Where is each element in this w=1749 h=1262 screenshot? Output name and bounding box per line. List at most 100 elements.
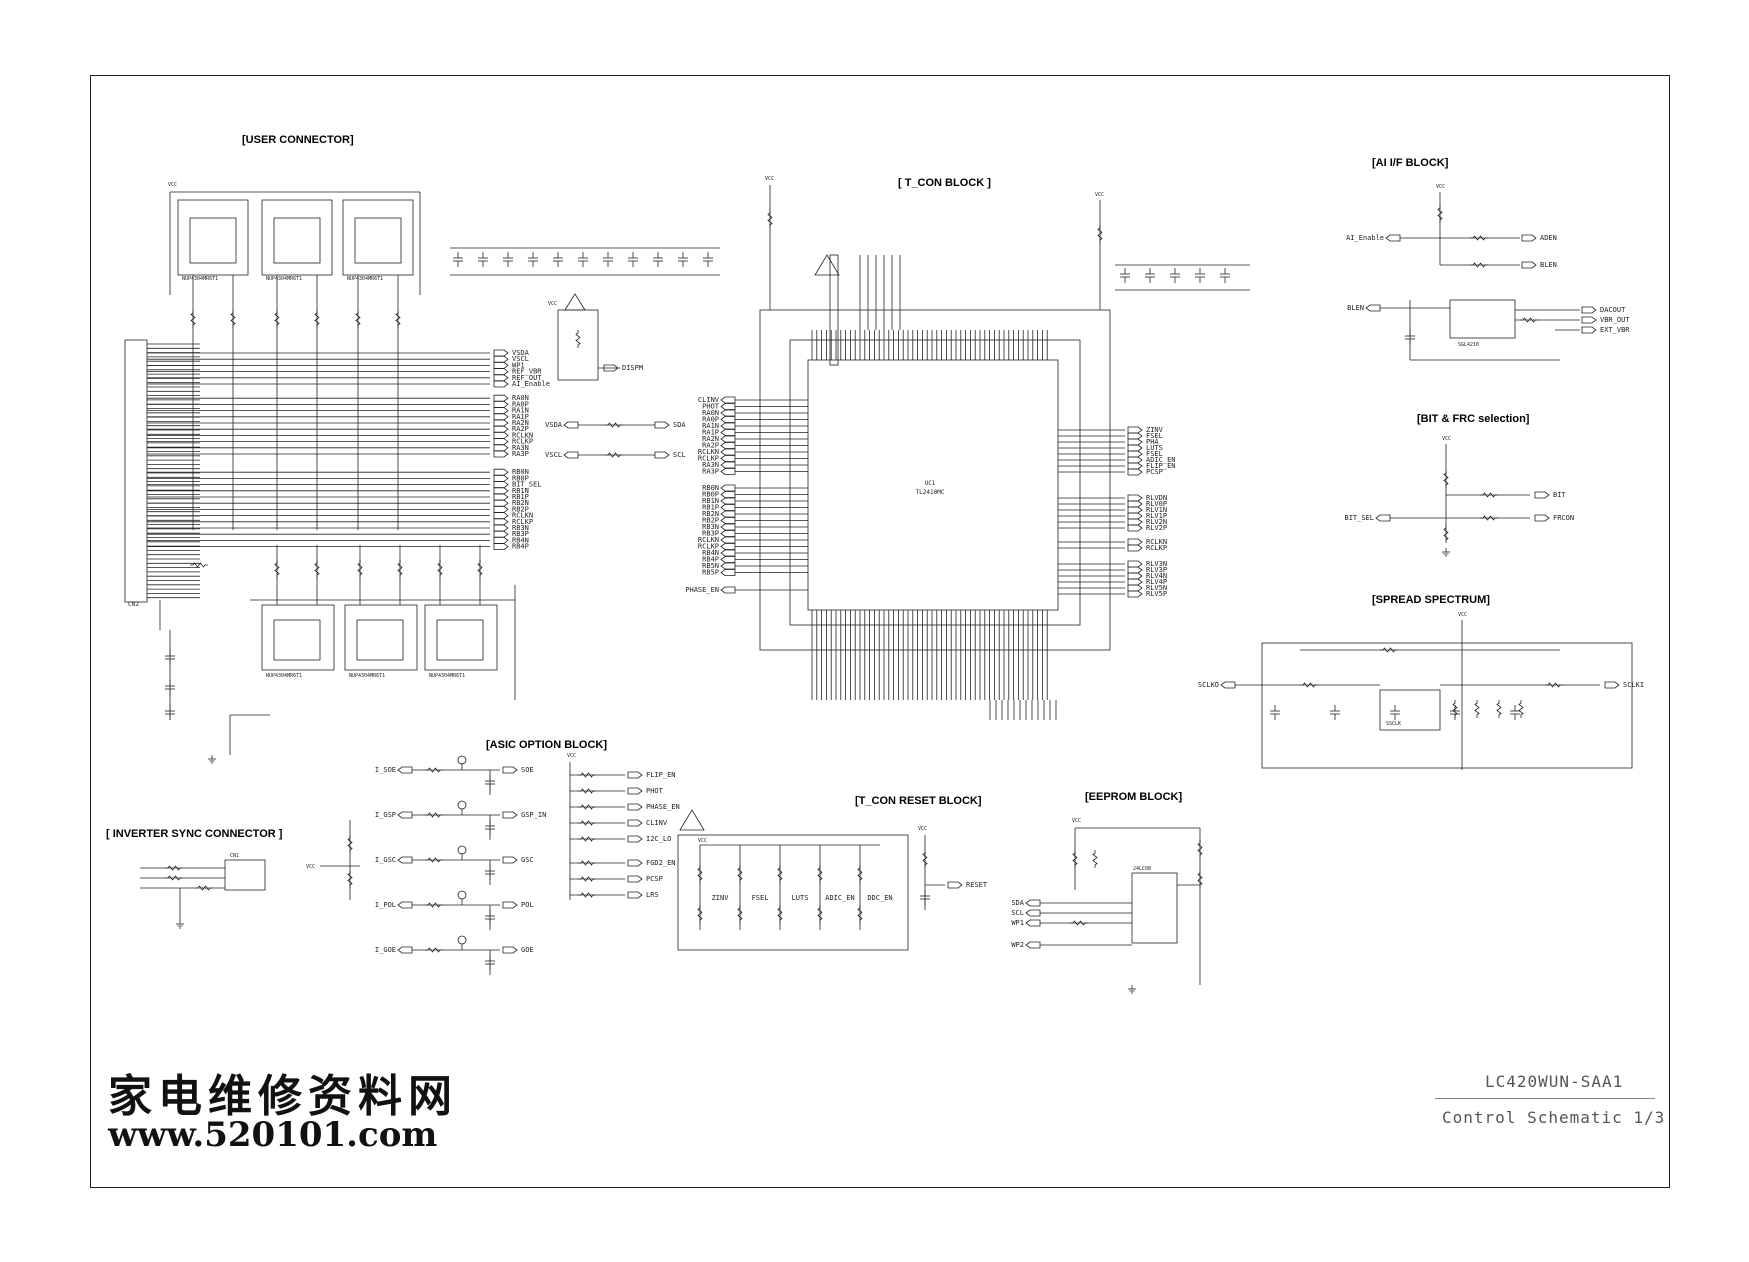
uc1-lvds-signal: RLVDN (1146, 494, 1167, 502)
eeprom-wp2: WP2 (1011, 941, 1024, 949)
esd-part-label: NUP4304MR6T1 (266, 673, 302, 679)
resistor-symbol (357, 560, 363, 578)
resistor-symbol (190, 310, 196, 328)
vcc-label: VCC (918, 826, 927, 832)
asic-opt-label: FGD2_EN (646, 859, 676, 867)
port-arrow (720, 468, 736, 475)
uc1-lvds-signal: RLV4P (1146, 578, 1167, 586)
ic-uc1-ref: UC1 (925, 480, 936, 487)
ic-spread-label: SSCLK (1386, 721, 1401, 727)
sclki-label: SCLKI (1623, 681, 1644, 689)
resistor-symbol (1070, 920, 1088, 926)
vcc-label: VCC (168, 182, 177, 188)
asic-out-label: GOE (521, 946, 534, 954)
test-point (457, 935, 467, 945)
port-arrow (1025, 941, 1041, 949)
uc1-left-signal: RA1N (702, 422, 719, 430)
resistor-symbol (777, 905, 783, 923)
uc1-left-signal: RB5N (702, 562, 719, 570)
resistor-symbol (1443, 470, 1449, 488)
port-arrow (397, 901, 413, 909)
block-title-ai-if: [AI I/F BLOCK] (1372, 157, 1449, 169)
port-arrow (1127, 462, 1143, 470)
resistor-symbol (165, 865, 183, 871)
uc1-left-signal: RB1N (702, 497, 719, 505)
note-triangle (564, 293, 586, 311)
cn2-signal-label: RA3P (512, 450, 529, 458)
uc1-lvds-signal: RLV3N (1146, 560, 1167, 568)
esd-array-box (344, 604, 418, 671)
port-arrow (720, 416, 736, 423)
resistor-symbol (347, 835, 353, 853)
asic-out-label: GSC (521, 856, 534, 864)
port-arrow (720, 497, 736, 505)
port-arrow (502, 901, 518, 909)
port-arrow (493, 499, 509, 507)
resistor-symbol (578, 892, 596, 898)
block-title-inverter: [ INVERTER SYNC CONNECTOR ] (106, 828, 283, 840)
cn2-signal-label: REF_OUT (512, 374, 542, 382)
block-title-eeprom: [EEPROM BLOCK] (1085, 791, 1183, 803)
port-arrow (1127, 506, 1143, 514)
ic-uc1 (807, 359, 1059, 611)
resistor-symbol (578, 836, 596, 842)
schematic-sheet (90, 75, 1670, 1188)
uc1-lvds-signal: RLV1P (1146, 512, 1167, 520)
esd-part-label: NUP4304MR6T1 (347, 276, 383, 282)
asic-opt-label: PHOT (646, 787, 664, 795)
port-arrow (1581, 316, 1597, 324)
port-arrow (1127, 450, 1143, 458)
uc1-lvds-signal: RLV2P (1146, 524, 1167, 532)
disp-box (557, 309, 599, 381)
title-model: LC420WUN-SAA1 (1485, 1072, 1624, 1091)
vcc-label: VCC (306, 864, 315, 870)
resistor-symbol (857, 865, 863, 883)
resistor-symbol (697, 905, 703, 923)
uc1-left-signal: RB4N (702, 549, 719, 557)
uc1-left-signal: RB4P (702, 556, 719, 564)
port-arrow (1025, 919, 1041, 927)
uc1-lvds-signal: RLV0P (1146, 500, 1167, 508)
watermark-chinese: 家电维修资料网 (108, 1071, 458, 1122)
port-arrow (1127, 494, 1143, 502)
port-arrow (493, 374, 509, 382)
resistor-symbol (605, 422, 623, 428)
port-arrow (720, 429, 736, 436)
port-arrow (720, 455, 736, 462)
port-arrow (493, 493, 509, 501)
resistor-symbol (575, 330, 581, 348)
port-arrow (720, 448, 736, 456)
port-arrow (720, 435, 736, 443)
uc1-left-signal: RCLKN (698, 448, 719, 456)
port-arrow (397, 856, 413, 864)
cn2-signal-label: AI_Enable (512, 380, 550, 388)
ai-out-label: EXT_VBR (1600, 326, 1630, 334)
resistor-symbol (1480, 515, 1498, 521)
ic-uc1-outline (789, 339, 1081, 626)
port-arrow (1127, 584, 1143, 592)
resistor-symbol (425, 857, 443, 863)
esd-array-box (261, 199, 333, 276)
uc1-lvds-signal: RCLKN (1146, 538, 1167, 546)
vcc-label: VCC (1436, 184, 1445, 190)
block-title-tcon-reset: [T_CON RESET BLOCK] (855, 795, 982, 807)
port-arrow (493, 518, 509, 526)
port-arrow (720, 504, 736, 511)
uc1-left-signal: RCLKP (698, 455, 719, 463)
resistor-symbol (1480, 492, 1498, 498)
reset-label: RESET (966, 881, 988, 889)
resistor-symbol (1470, 262, 1488, 268)
port-arrow (1127, 538, 1143, 546)
port-arrow (502, 856, 518, 864)
ic-ai-label: SGL4210 (1458, 342, 1479, 348)
ic-eeprom (1131, 872, 1178, 944)
port-arrow (1220, 681, 1236, 689)
cn2-label: CN2 (128, 601, 139, 608)
cn2-signal-label: WP1 (512, 361, 525, 369)
asic-in-label: I_POL (375, 901, 396, 909)
resistor-symbol (767, 210, 773, 228)
resistor-symbol (347, 870, 353, 888)
resistor-symbol (425, 812, 443, 818)
block-title-bit-frc: [BIT & FRC selection] (1417, 413, 1530, 425)
resistor-symbol (922, 850, 928, 868)
